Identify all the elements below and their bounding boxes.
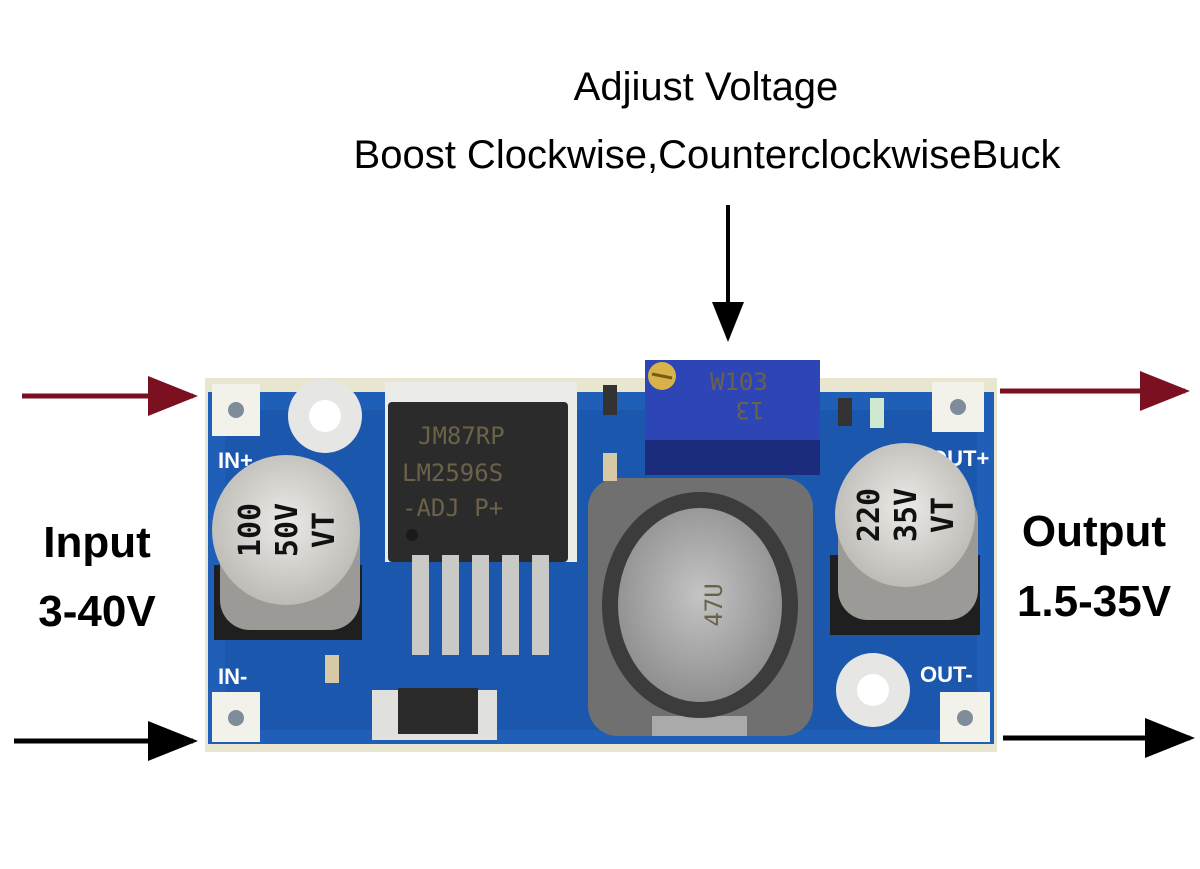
pot-marking-1: W103 — [710, 368, 768, 396]
lm2596-regulator: JM87RP LM2596S -ADJ P+ — [385, 382, 577, 655]
voltage-adjust-potentiometer[interactable]: W103 13 — [645, 360, 820, 475]
output-capacitor: 220 35V VT — [830, 443, 980, 635]
pot-marking-2: 13 — [736, 396, 765, 424]
input-cap-marking-2: 50V — [270, 503, 305, 557]
title-text: Adjiust Voltage — [574, 65, 839, 109]
inductor: 47U — [588, 478, 813, 736]
input-cap-marking-1: 100 — [233, 503, 268, 557]
input-capacitor: 100 50V VT — [212, 455, 362, 640]
output-range: 1.5-35V — [1017, 577, 1172, 626]
input-label: Input — [43, 518, 151, 567]
silk-out-minus: OUT- — [920, 662, 973, 687]
output-cap-marking-1: 220 — [852, 488, 887, 542]
schottky-diode — [372, 688, 497, 740]
silk-in-minus: IN- — [218, 664, 247, 689]
output-cap-marking-2: 35V — [889, 488, 924, 542]
input-range: 3-40V — [38, 587, 156, 636]
output-cap-marking-3: VT — [926, 497, 961, 533]
smd-components — [325, 385, 884, 683]
ic-marking-2: LM2596S — [402, 459, 503, 487]
input-cap-marking-3: VT — [307, 512, 342, 548]
ic-marking-1: JM87RP — [418, 422, 505, 450]
inductor-marking: 47U — [700, 583, 728, 626]
ic-marking-3: -ADJ P+ — [402, 494, 503, 522]
subtitle-text: Boost Clockwise,CounterclockwiseBuck — [354, 133, 1062, 177]
output-label: Output — [1022, 507, 1167, 556]
pcb-board: IN+ IN- OUT+ OUT- JM87RP LM2596S -ADJ P+… — [205, 360, 997, 752]
